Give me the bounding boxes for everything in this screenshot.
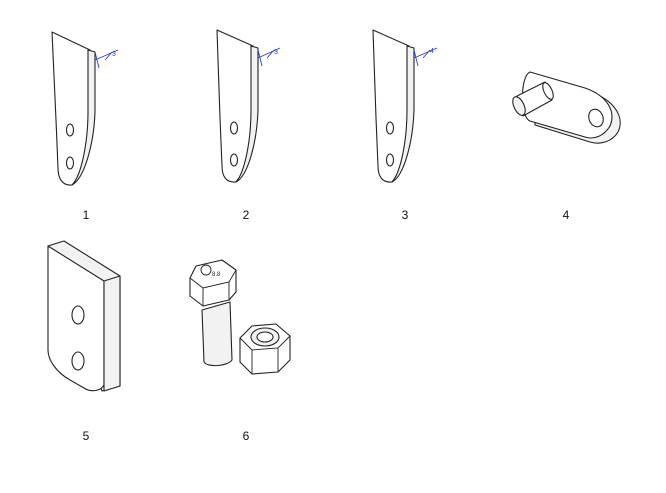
bolt-grade-mark: 8.8 (212, 272, 221, 278)
part-5-label: 5 (82, 429, 90, 443)
part-6-label: 6 (242, 429, 250, 443)
part-4-label: 4 (562, 208, 570, 222)
part-1-dim-text: 3 (112, 51, 116, 58)
part-3-label: 3 (401, 208, 409, 222)
part-4-pin-plate (512, 71, 621, 144)
part-1-label: 1 (82, 208, 90, 222)
part-2-label: 2 (242, 208, 250, 222)
part-2-dim-text: 3 (274, 49, 278, 56)
part-3-dim-text: 4 (430, 48, 434, 55)
part-5-plate (47, 240, 121, 392)
part-1-bracket: 3 (51, 31, 119, 186)
part-3-bracket: 4 (372, 29, 438, 183)
part-2-bracket: 3 (216, 29, 281, 183)
part-6-bolt-nut: 8.8 (189, 259, 291, 375)
